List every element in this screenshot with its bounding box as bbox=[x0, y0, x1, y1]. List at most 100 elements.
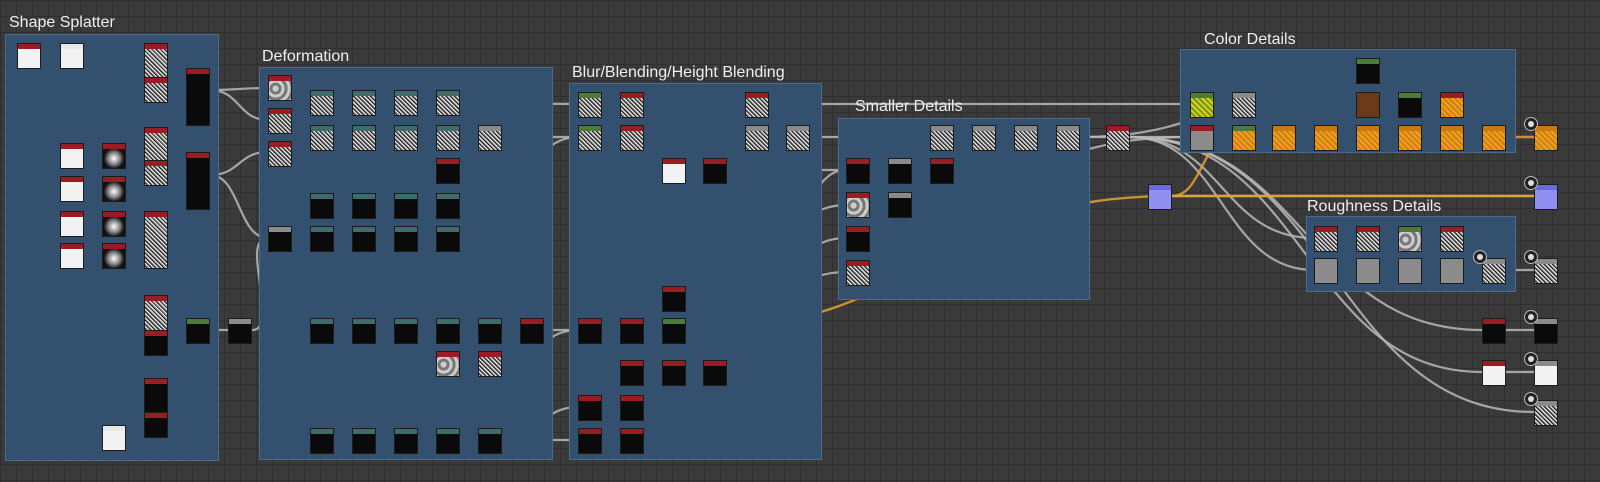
graph-node[interactable] bbox=[310, 90, 334, 116]
output-node-icon[interactable] bbox=[1524, 392, 1538, 406]
graph-node[interactable] bbox=[662, 158, 686, 184]
graph-node[interactable] bbox=[888, 192, 912, 218]
graph-node[interactable] bbox=[310, 125, 334, 151]
graph-node[interactable] bbox=[620, 360, 644, 386]
graph-node[interactable] bbox=[228, 318, 252, 344]
graph-node[interactable] bbox=[310, 318, 334, 344]
graph-node[interactable] bbox=[1356, 226, 1380, 252]
graph-node[interactable] bbox=[930, 125, 954, 151]
graph-node[interactable] bbox=[17, 43, 41, 69]
graph-node[interactable] bbox=[1440, 258, 1464, 284]
graph-node[interactable] bbox=[745, 92, 769, 118]
output-node-icon[interactable] bbox=[1524, 310, 1538, 324]
graph-node[interactable] bbox=[352, 193, 376, 219]
graph-node[interactable] bbox=[703, 158, 727, 184]
graph-node[interactable] bbox=[1482, 125, 1506, 151]
graph-node[interactable] bbox=[268, 108, 292, 134]
graph-node[interactable] bbox=[1356, 92, 1380, 118]
graph-node[interactable] bbox=[662, 286, 686, 312]
graph-node[interactable] bbox=[846, 226, 870, 252]
graph-node[interactable] bbox=[620, 428, 644, 454]
graph-node[interactable] bbox=[1232, 92, 1256, 118]
graph-node[interactable] bbox=[1482, 258, 1506, 284]
graph-node[interactable] bbox=[394, 90, 418, 116]
graph-node[interactable] bbox=[186, 152, 210, 210]
frame-title-roughness-details[interactable]: Roughness Details bbox=[1307, 198, 1442, 215]
graph-node[interactable] bbox=[436, 125, 460, 151]
graph-node[interactable] bbox=[620, 318, 644, 344]
graph-node[interactable] bbox=[394, 318, 418, 344]
graph-node[interactable] bbox=[745, 125, 769, 151]
graph-node[interactable] bbox=[352, 318, 376, 344]
graph-node[interactable] bbox=[436, 318, 460, 344]
graph-node[interactable] bbox=[144, 330, 168, 356]
graph-node[interactable] bbox=[60, 211, 84, 237]
graph-node[interactable] bbox=[144, 211, 168, 269]
graph-node[interactable] bbox=[60, 176, 84, 202]
graph-node[interactable] bbox=[930, 158, 954, 184]
graph-node[interactable] bbox=[1314, 258, 1338, 284]
graph-node[interactable] bbox=[436, 90, 460, 116]
graph-node[interactable] bbox=[144, 77, 168, 103]
graph-node[interactable] bbox=[310, 226, 334, 252]
graph-node[interactable] bbox=[102, 143, 126, 169]
graph-node[interactable] bbox=[478, 125, 502, 151]
graph-node[interactable] bbox=[846, 260, 870, 286]
graph-node[interactable] bbox=[478, 428, 502, 454]
graph-node[interactable] bbox=[186, 318, 210, 344]
graph-node[interactable] bbox=[620, 92, 644, 118]
graph-node[interactable] bbox=[1534, 184, 1558, 210]
graph-node[interactable] bbox=[352, 90, 376, 116]
graph-node[interactable] bbox=[786, 125, 810, 151]
graph-node[interactable] bbox=[662, 360, 686, 386]
graph-node[interactable] bbox=[1014, 125, 1038, 151]
graph-node[interactable] bbox=[578, 395, 602, 421]
graph-node[interactable] bbox=[394, 226, 418, 252]
graph-node[interactable] bbox=[620, 125, 644, 151]
graph-node[interactable] bbox=[520, 318, 544, 344]
graph-node[interactable] bbox=[436, 193, 460, 219]
graph-node[interactable] bbox=[478, 351, 502, 377]
graph-node[interactable] bbox=[1190, 125, 1214, 151]
graph-node[interactable] bbox=[1398, 226, 1422, 252]
graph-node[interactable] bbox=[1056, 125, 1080, 151]
output-node-icon[interactable] bbox=[1524, 352, 1538, 366]
graph-node[interactable] bbox=[846, 158, 870, 184]
graph-node[interactable] bbox=[436, 428, 460, 454]
frame-smaller-details[interactable] bbox=[838, 118, 1090, 300]
graph-node[interactable] bbox=[186, 68, 210, 126]
graph-node[interactable] bbox=[1314, 125, 1338, 151]
graph-node[interactable] bbox=[144, 160, 168, 186]
graph-node[interactable] bbox=[1440, 226, 1464, 252]
graph-node[interactable] bbox=[578, 428, 602, 454]
graph-node[interactable] bbox=[703, 360, 727, 386]
graph-node[interactable] bbox=[60, 43, 84, 69]
graph-node[interactable] bbox=[436, 351, 460, 377]
frame-title-blur-blending[interactable]: Blur/Blending/Height Blending bbox=[572, 64, 785, 81]
graph-node[interactable] bbox=[268, 141, 292, 167]
graph-node[interactable] bbox=[620, 395, 644, 421]
graph-node[interactable] bbox=[102, 243, 126, 269]
frame-title-smaller-details[interactable]: Smaller Details bbox=[855, 98, 963, 115]
graph-node[interactable] bbox=[394, 428, 418, 454]
frame-blur-blending[interactable] bbox=[569, 83, 822, 460]
graph-node[interactable] bbox=[352, 226, 376, 252]
graph-node[interactable] bbox=[1398, 92, 1422, 118]
graph-node[interactable] bbox=[1106, 125, 1130, 151]
graph-node[interactable] bbox=[310, 428, 334, 454]
output-node-icon[interactable] bbox=[1524, 117, 1538, 131]
graph-node[interactable] bbox=[436, 226, 460, 252]
output-node-icon[interactable] bbox=[1524, 176, 1538, 190]
graph-node[interactable] bbox=[1148, 184, 1172, 210]
graph-node[interactable] bbox=[478, 318, 502, 344]
graph-node[interactable] bbox=[662, 318, 686, 344]
graph-node[interactable] bbox=[1272, 125, 1296, 151]
graph-node[interactable] bbox=[972, 125, 996, 151]
graph-node[interactable] bbox=[1482, 318, 1506, 344]
graph-node[interactable] bbox=[436, 158, 460, 184]
graph-node[interactable] bbox=[1398, 125, 1422, 151]
graph-node[interactable] bbox=[1440, 92, 1464, 118]
graph-node[interactable] bbox=[102, 425, 126, 451]
graph-node[interactable] bbox=[1356, 258, 1380, 284]
